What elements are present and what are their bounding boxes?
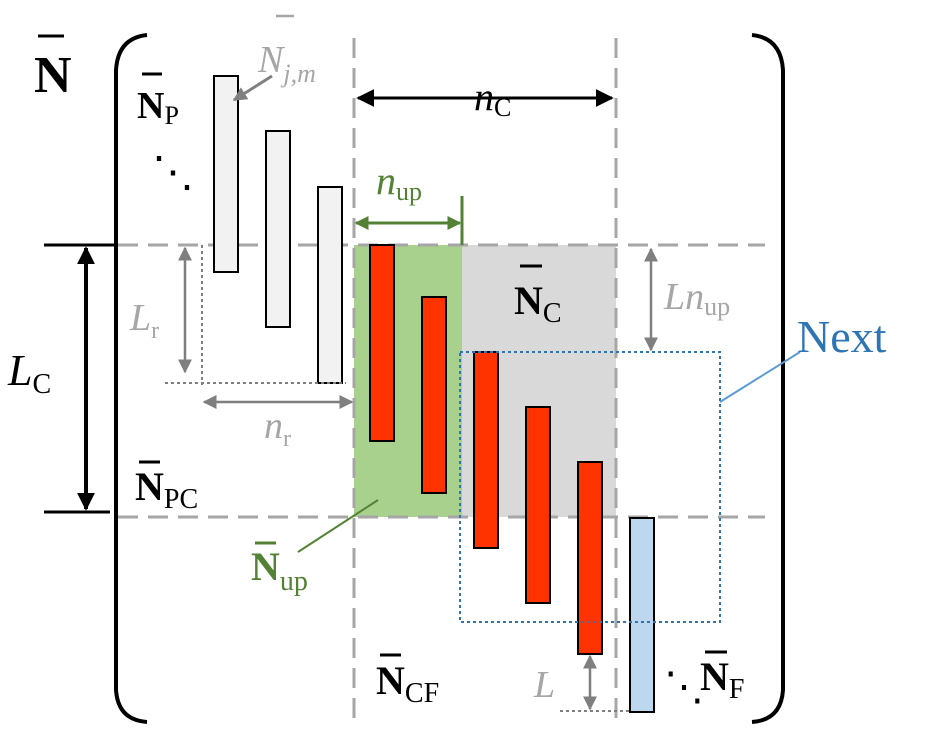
dim-LC-label: LC xyxy=(7,346,51,400)
light-bars xyxy=(213,75,343,384)
block-PC-label: NPC xyxy=(135,464,198,515)
dim-L-label: L xyxy=(533,664,555,706)
red-bar xyxy=(577,461,603,655)
block-F-label: NF xyxy=(700,654,744,705)
light-bar xyxy=(265,130,291,328)
dim-nC-label: nC xyxy=(474,74,511,122)
dim-Lnup-label: Lnup xyxy=(663,276,730,321)
light-bar xyxy=(213,75,239,273)
dim-nr-label: nr xyxy=(264,405,291,452)
left-bracket xyxy=(114,33,148,724)
next-leader xyxy=(719,351,801,403)
right-bracket xyxy=(751,33,785,724)
next-label: Next xyxy=(797,311,887,362)
ellipsis-left: ⋱ xyxy=(152,150,194,196)
red-bar xyxy=(369,244,395,442)
red-bar xyxy=(525,406,551,604)
N-up-leader xyxy=(297,499,379,553)
blue-bar xyxy=(629,517,655,713)
dim-nup-label: nup xyxy=(376,158,422,206)
block-CF-label: NCF xyxy=(376,658,439,709)
ellipsis-right: ⋱ xyxy=(664,664,704,709)
element-pointer-arrow xyxy=(232,74,273,102)
block-up-label: Nup xyxy=(251,544,308,597)
next-box xyxy=(459,351,721,623)
overlines xyxy=(38,14,727,657)
helper-dotted-lines xyxy=(165,245,630,712)
element-label: Nj,m xyxy=(257,39,316,88)
red-bar xyxy=(421,296,447,494)
light-bar xyxy=(317,186,343,384)
block-C-label: NC xyxy=(514,278,562,329)
matrix-main-label: N xyxy=(34,47,72,104)
dim-Lr-label: Lr xyxy=(129,297,159,344)
block-P-label: NP xyxy=(137,85,179,130)
red-bar xyxy=(473,351,499,549)
